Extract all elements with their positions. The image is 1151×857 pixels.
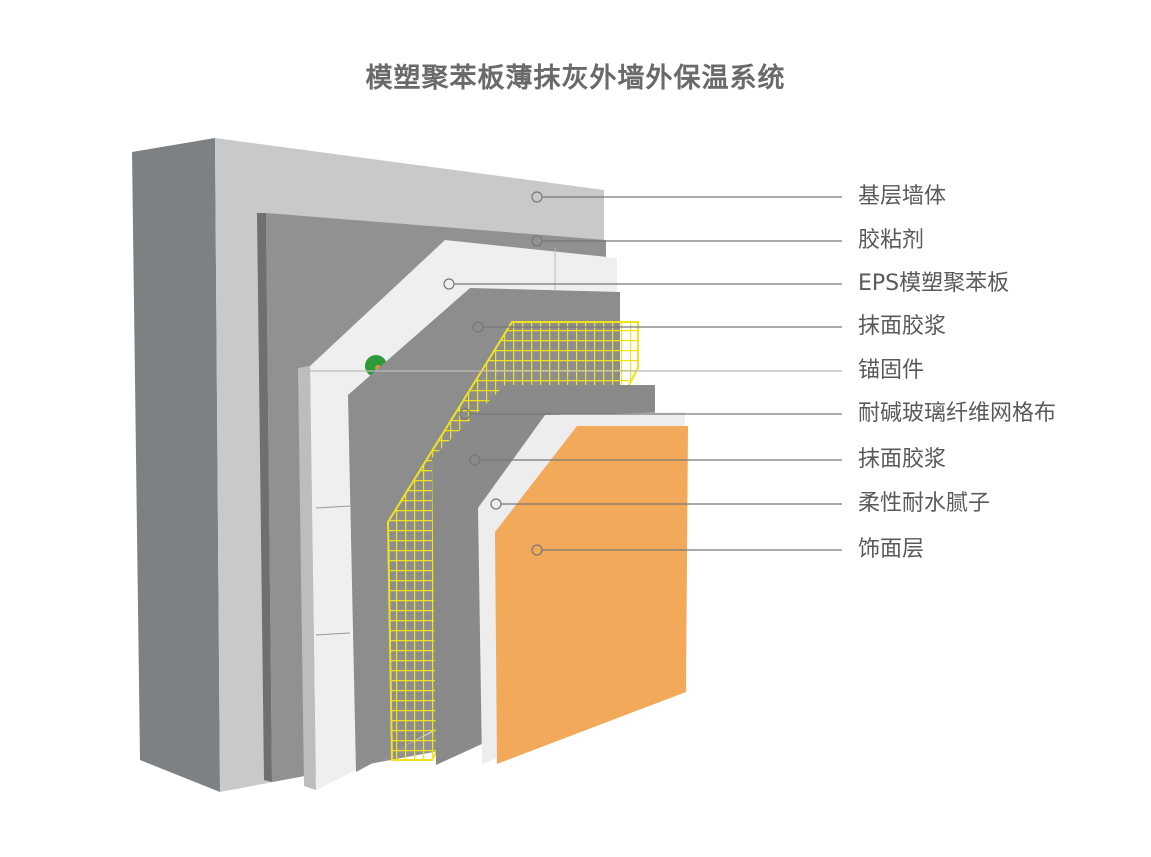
leader-lines bbox=[300, 191, 842, 556]
label-putty: 柔性耐水腻子 bbox=[858, 491, 991, 516]
eps-joint bbox=[315, 632, 351, 636]
label-eps-board: EPS模塑聚苯板 bbox=[858, 271, 1010, 296]
label-base-wall: 基层墙体 bbox=[858, 184, 947, 209]
eps-joint bbox=[315, 505, 351, 509]
label-plaster-2: 抹面胶浆 bbox=[858, 447, 947, 472]
diagram-title: 模塑聚苯板薄抹灰外墙外保温系统 bbox=[365, 63, 786, 94]
label-anchor: 锚固件 bbox=[858, 358, 925, 383]
adhesive-side bbox=[257, 213, 272, 782]
label-adhesive: 胶粘剂 bbox=[858, 228, 925, 253]
label-mesh: 耐碱玻璃纤维网格布 bbox=[858, 401, 1057, 426]
finish-layer bbox=[495, 426, 688, 764]
base-wall-side bbox=[132, 138, 220, 792]
label-plaster-1: 抹面胶浆 bbox=[858, 314, 947, 339]
label-finish: 饰面层 bbox=[858, 537, 925, 562]
